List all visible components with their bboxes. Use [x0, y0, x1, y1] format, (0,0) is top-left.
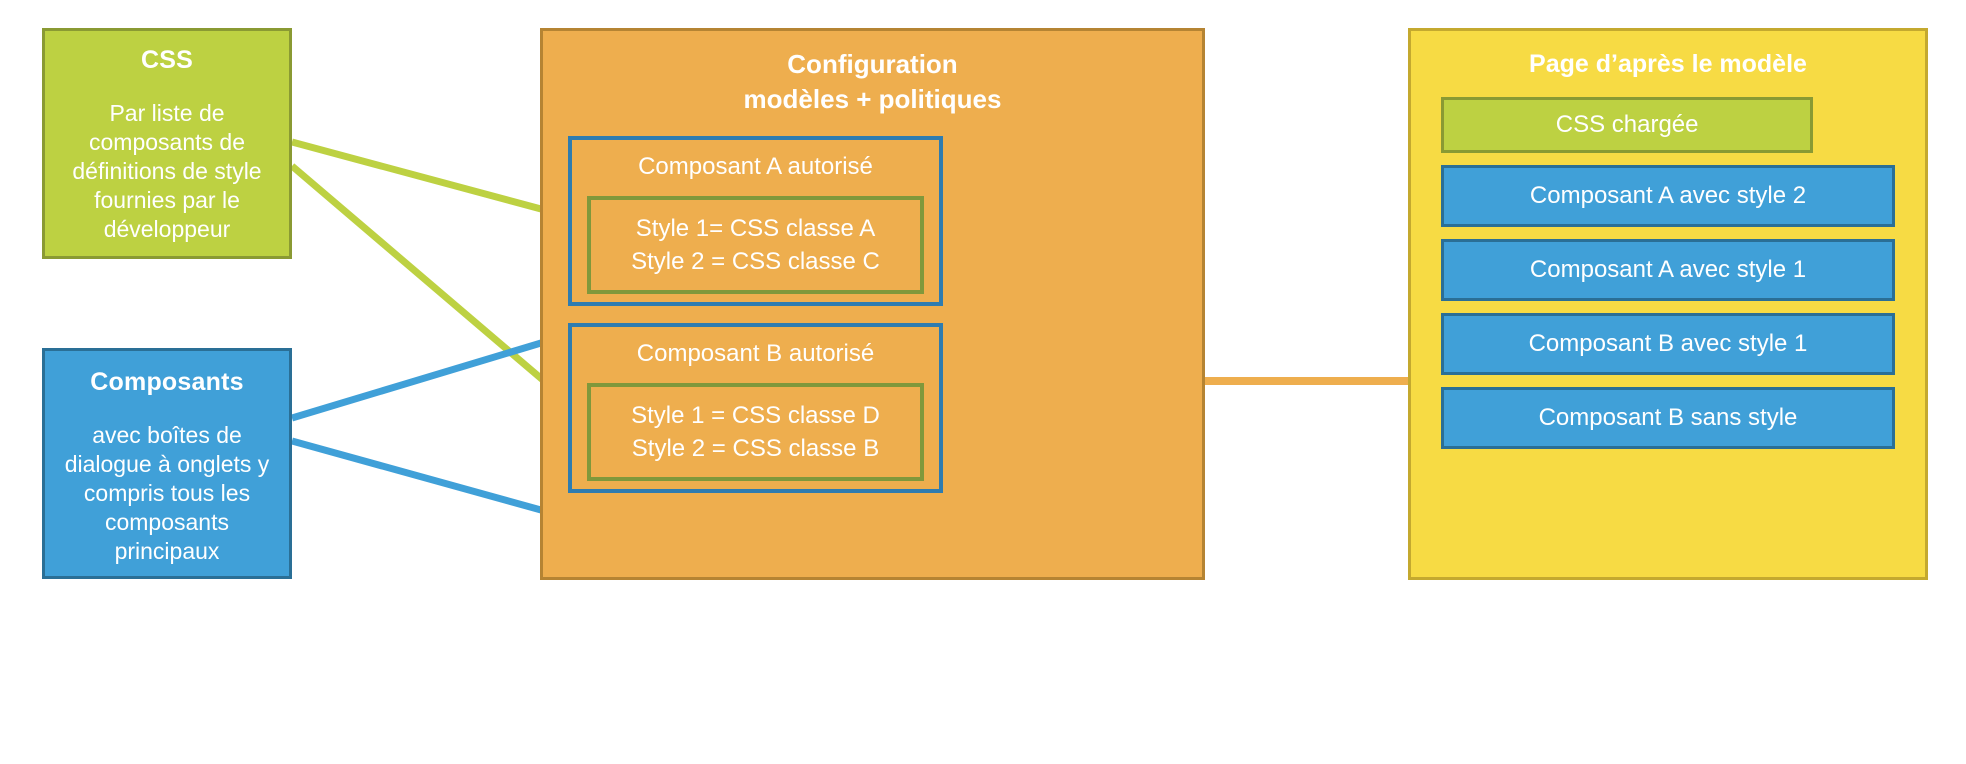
component-b-style-box[interactable]: Style 1 = CSS classe D Style 2 = CSS cla…: [587, 383, 924, 481]
component-b-style-2: Style 2 = CSS classe B: [631, 435, 880, 462]
css-box-title: CSS: [140, 46, 193, 74]
configuration-title-line-1: Configuration: [787, 49, 958, 79]
page-panel-title: Page d’après le modèle: [1529, 50, 1807, 78]
component-a-style-1: Style 1= CSS classe A: [635, 215, 876, 242]
page-panel-items: CSS chargée Composant A avec style 2 Com…: [1441, 97, 1895, 461]
configuration-title-line-2: modèles + politiques: [743, 84, 1002, 114]
page-item-css-loaded[interactable]: CSS chargée: [1441, 97, 1814, 153]
page-panel[interactable]: Page d’après le modèle CSS chargée Compo…: [1408, 28, 1928, 580]
page-item-component-b-no-style[interactable]: Composant B sans style: [1441, 387, 1895, 449]
page-item-label: Composant B avec style 1: [1528, 330, 1808, 357]
page-item-label: Composant A avec style 1: [1529, 256, 1807, 283]
allowed-component-a-title: Composant A autorisé: [638, 153, 873, 180]
component-b-style-1: Style 1 = CSS classe D: [631, 402, 880, 429]
allowed-component-b-box[interactable]: Composant B autorisé Style 1 = CSS class…: [568, 323, 943, 493]
css-box-body: Par liste de composants de définitions d…: [72, 100, 262, 242]
page-item-component-b-style-1[interactable]: Composant B avec style 1: [1441, 313, 1895, 375]
page-item-label: Composant B sans style: [1538, 404, 1798, 431]
allowed-component-b-title: Composant B autorisé: [636, 340, 875, 367]
component-a-style-box[interactable]: Style 1= CSS classe A Style 2 = CSS clas…: [587, 196, 924, 294]
component-a-style-2: Style 2 = CSS classe C: [631, 248, 880, 275]
components-box[interactable]: Composants avec boîtes de dialogue à ong…: [42, 348, 292, 579]
page-item-component-a-style-2[interactable]: Composant A avec style 2: [1441, 165, 1895, 227]
components-box-title: Composants: [90, 368, 244, 396]
configuration-panel-title: Configuration modèles + politiques: [543, 47, 1202, 117]
page-item-label: CSS chargée: [1555, 111, 1699, 138]
page-item-component-a-style-1[interactable]: Composant A avec style 1: [1441, 239, 1895, 301]
configuration-panel[interactable]: Configuration modèles + politiques Compo…: [540, 28, 1205, 580]
page-item-label: Composant A avec style 2: [1529, 182, 1807, 209]
allowed-component-a-box[interactable]: Composant A autorisé Style 1= CSS classe…: [568, 136, 943, 306]
css-box[interactable]: CSS Par liste de composants de définitio…: [42, 28, 292, 259]
components-box-body: avec boîtes de dialogue à onglets y comp…: [64, 422, 270, 564]
